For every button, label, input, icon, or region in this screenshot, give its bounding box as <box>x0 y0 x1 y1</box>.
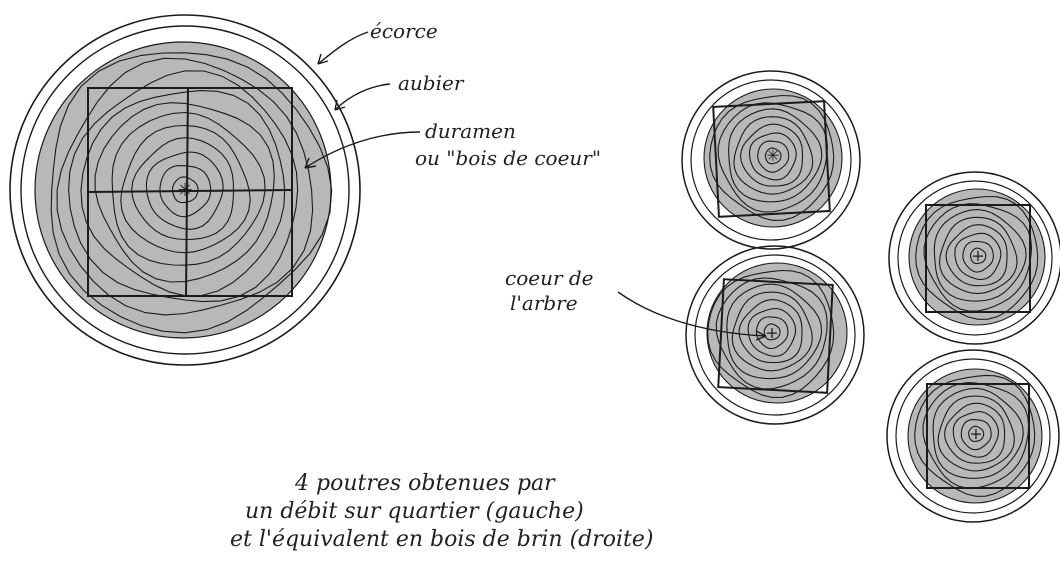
label-aubier: aubier <box>398 71 465 95</box>
large-log: ✳ <box>10 15 360 365</box>
heart-pith-mark: ✳ <box>177 180 192 201</box>
heart-pith-mark: + <box>971 246 984 265</box>
label-ecorce: écorce <box>370 19 438 43</box>
heart-pith-mark: + <box>765 323 778 342</box>
label-duramen: duramen <box>425 119 516 143</box>
label-ecorce-group: écorce <box>318 19 438 64</box>
label-duramen-group: duramen ou "bois de coeur" <box>305 119 601 170</box>
caption-line-1: 4 poutres obtenues par <box>294 471 556 496</box>
small-log-bottom-left: + <box>686 246 864 424</box>
label-l-arbre: l'arbre <box>510 291 578 315</box>
heart-pith-mark: + <box>969 424 982 443</box>
caption-line-2: un débit sur quartier (gauche) <box>245 499 584 524</box>
caption-line-3: et l'équivalent en bois de brin (droite) <box>230 527 653 552</box>
label-aubier-group: aubier <box>335 71 465 110</box>
label-bois-de-coeur: ou "bois de coeur" <box>415 146 601 170</box>
label-coeur-de: coeur de <box>505 266 594 290</box>
small-log-top-right: + <box>889 172 1060 344</box>
heart-pith-mark: ✳ <box>766 146 779 165</box>
small-log-top-left: ✳ <box>682 71 860 249</box>
caption: 4 poutres obtenues par un débit sur quar… <box>230 471 653 552</box>
small-log-bottom-right: + <box>887 350 1059 522</box>
